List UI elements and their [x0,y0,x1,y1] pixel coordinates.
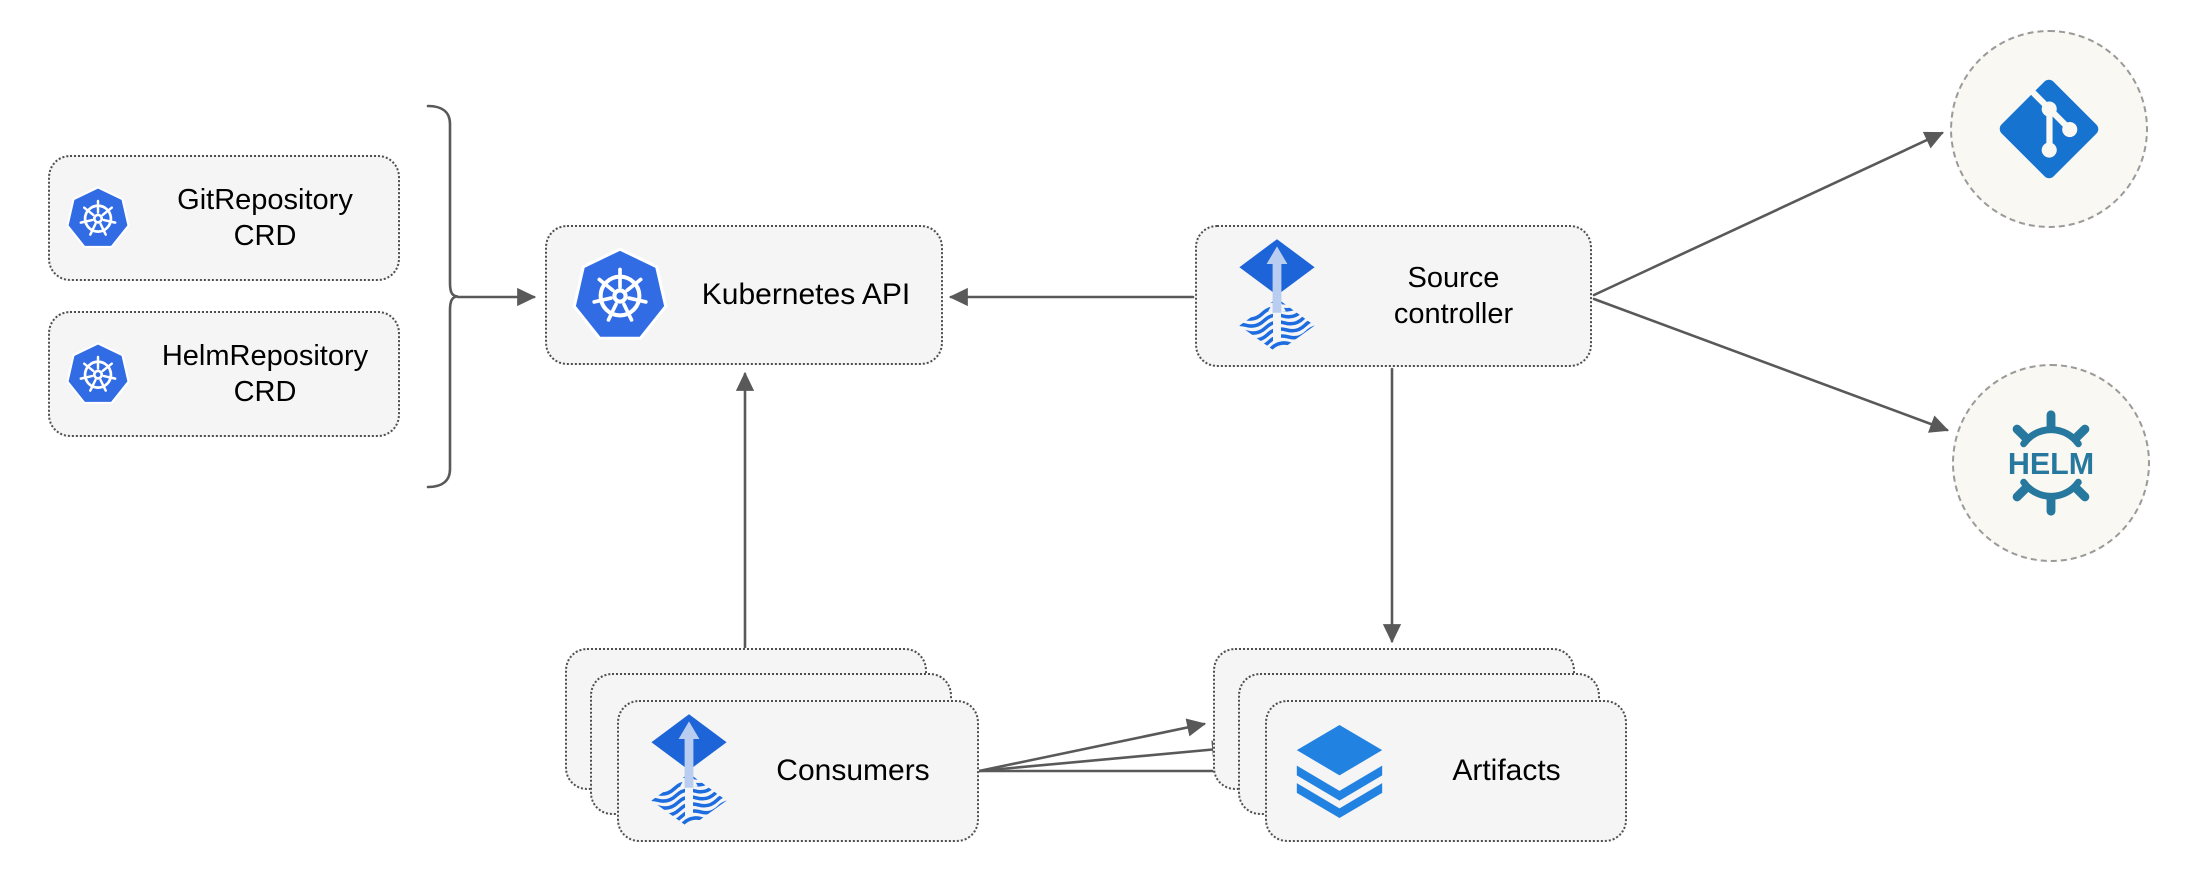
edge-source-controller-to-git [1592,131,1944,297]
flux-icon [1237,239,1317,353]
kubernetes-icon [569,244,671,346]
node-label: Source controller [1393,262,1514,330]
node-git-repository [1950,30,2148,228]
node-helm-repository-crd: HelmRepository CRD [48,311,400,437]
node-label: Consumers [776,754,930,787]
helm-icon: HELM [1992,404,2110,522]
node-label: HelmRepository CRD [161,340,369,408]
edge-consumers-to-artifacts-middle [977,740,1232,773]
node-source-controller: Source controller [1195,225,1592,367]
kubernetes-icon [64,340,132,408]
flux-icon [649,714,729,828]
node-label: Kubernetes API [701,278,911,311]
node-helm-repository: HELM [1952,364,2150,562]
crd-group-brace [426,104,459,489]
git-icon [1997,77,2101,181]
node-label: Artifacts [1452,754,1561,787]
layers-icon [1291,723,1388,820]
node-artifacts: Artifacts [1265,700,1627,842]
node-git-repository-crd: GitRepository CRD [48,155,400,281]
edge-source-controller-to-helm [1592,297,1949,433]
node-kubernetes-api: Kubernetes API [545,225,943,365]
kubernetes-icon [64,184,132,252]
edge-consumers-to-artifacts-back [977,718,1207,773]
node-label: GitRepository CRD [177,184,353,252]
helm-logo-text: HELM [2008,447,2094,481]
node-consumers: Consumers [617,700,979,842]
